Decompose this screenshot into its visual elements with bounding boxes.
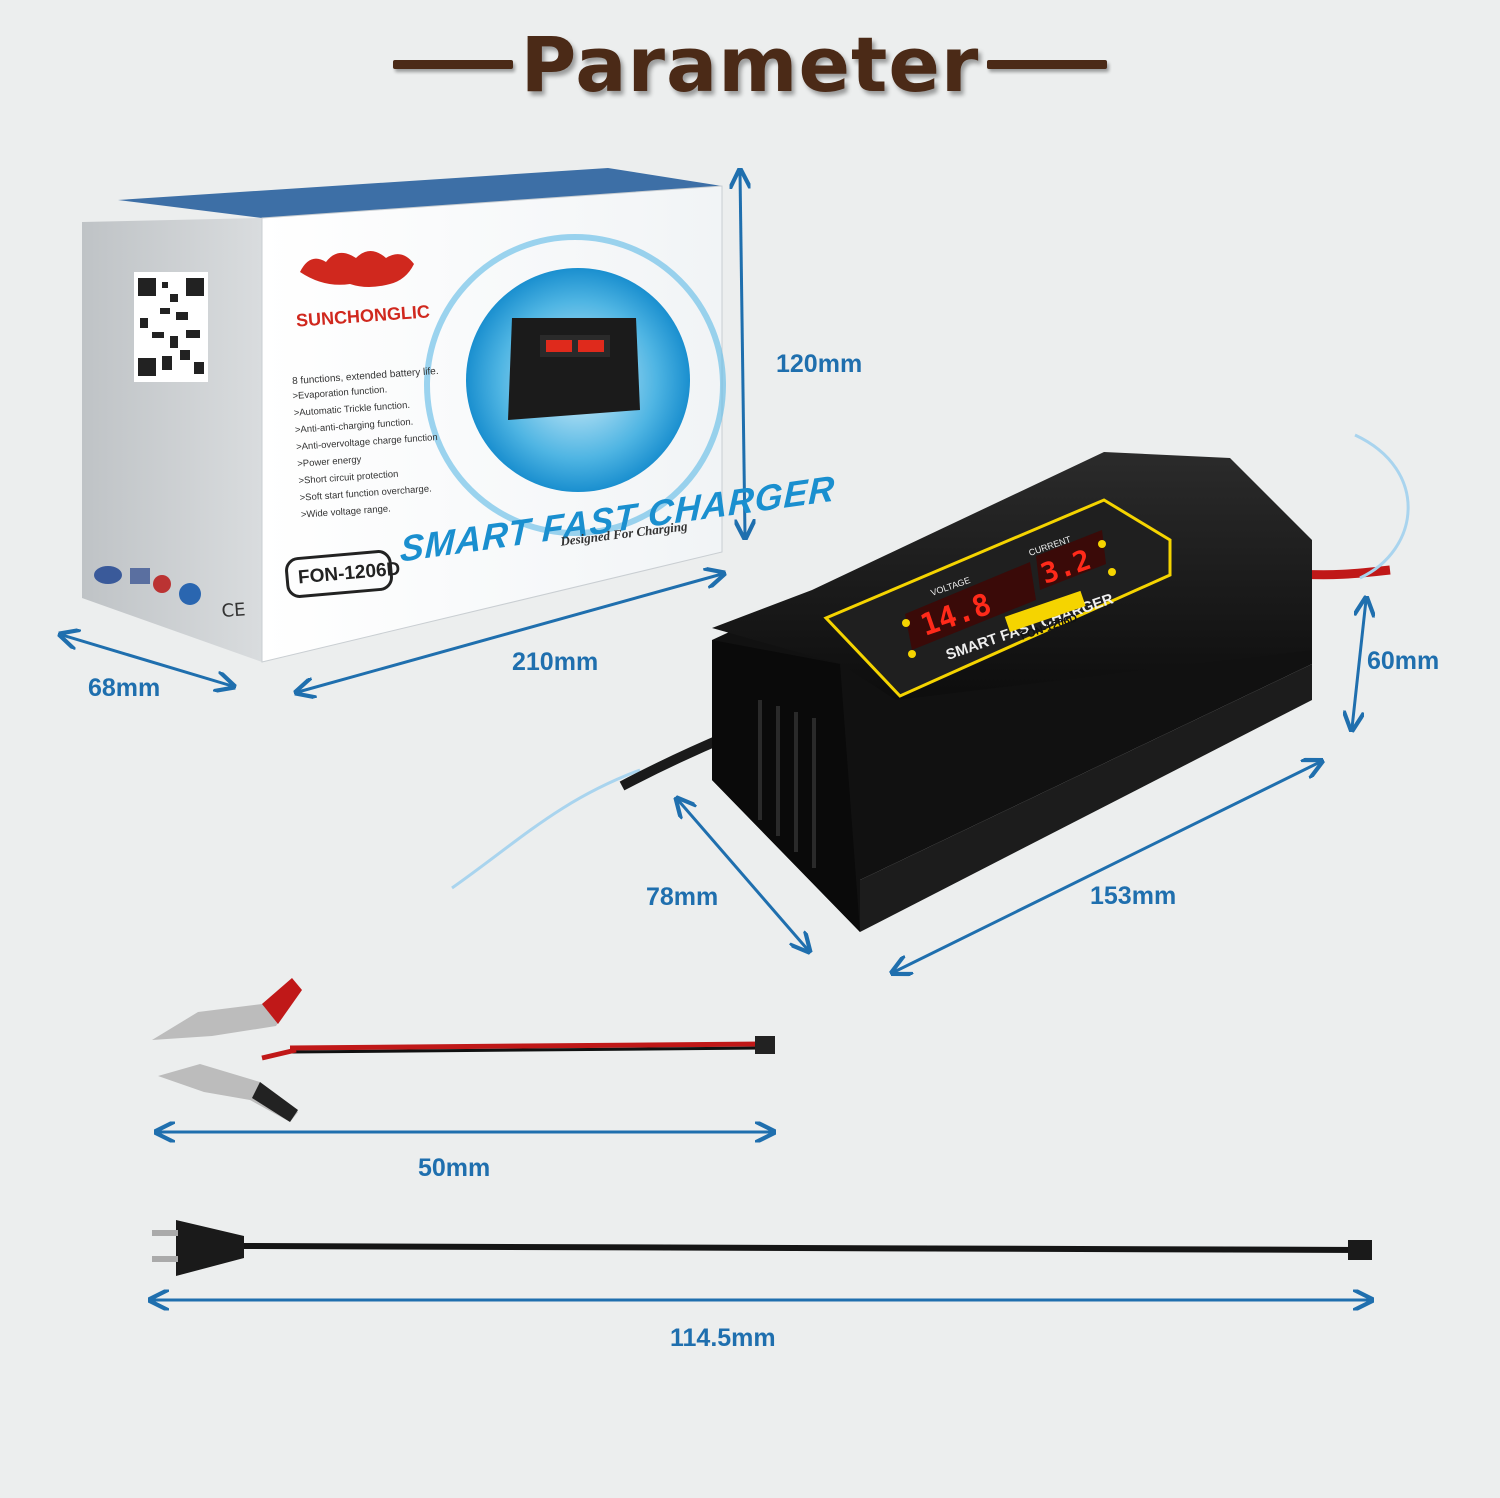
label-charger-depth: 78mm: [646, 883, 719, 911]
power-cable: [152, 1220, 1372, 1276]
product-box: CE: [82, 168, 726, 663]
label-box-length: 210mm: [512, 648, 599, 676]
red-clip: [152, 980, 300, 1040]
charger-model-plate: [1004, 590, 1086, 633]
dc-cable: [1299, 565, 1391, 580]
arrow-charger-length: [894, 762, 1320, 972]
charging-status-led: [1098, 540, 1106, 548]
page-title: Parameter: [0, 14, 1500, 114]
charging-voltage-led: [902, 619, 910, 627]
box-side: [82, 218, 262, 662]
label-box-depth: 68mm: [88, 674, 161, 702]
title-text: Parameter: [520, 19, 980, 109]
label-charger-height: 60mm: [1367, 647, 1440, 675]
battery-clip-cable: [152, 978, 775, 1122]
svg-text:CE: CE: [221, 599, 246, 622]
arrow-charger-height: [1352, 600, 1366, 728]
current-display: [1036, 530, 1106, 590]
label-power-cable: 114.5mm: [670, 1324, 776, 1352]
dimension-arrows: [62, 172, 1370, 1300]
certification-logos: CE: [94, 566, 246, 622]
arrow-box-depth: [62, 635, 232, 686]
arrow-box-height: [740, 172, 745, 536]
label-clip-cable: 50mm: [418, 1154, 491, 1182]
box-features-list: >Evaporation function. >Automatic Trickl…: [292, 378, 443, 524]
voltage-display: [905, 562, 1036, 650]
eu-plug: [176, 1220, 244, 1276]
arrow-box-length: [298, 574, 722, 692]
box-charger-image: [508, 318, 640, 420]
charger-front-face: [712, 640, 860, 932]
title-right-dash: [987, 59, 1108, 69]
battery-level-led: [908, 650, 916, 658]
arrow-charger-depth: [678, 800, 808, 950]
label-charger-length: 153mm: [1090, 882, 1177, 910]
battery-full-led: [1108, 568, 1116, 576]
brand-logo-icon: [300, 251, 414, 287]
label-box-height: 120mm: [776, 350, 863, 378]
black-clip: [158, 1064, 298, 1122]
box-top: [118, 168, 722, 218]
title-left-dash: [392, 59, 513, 69]
